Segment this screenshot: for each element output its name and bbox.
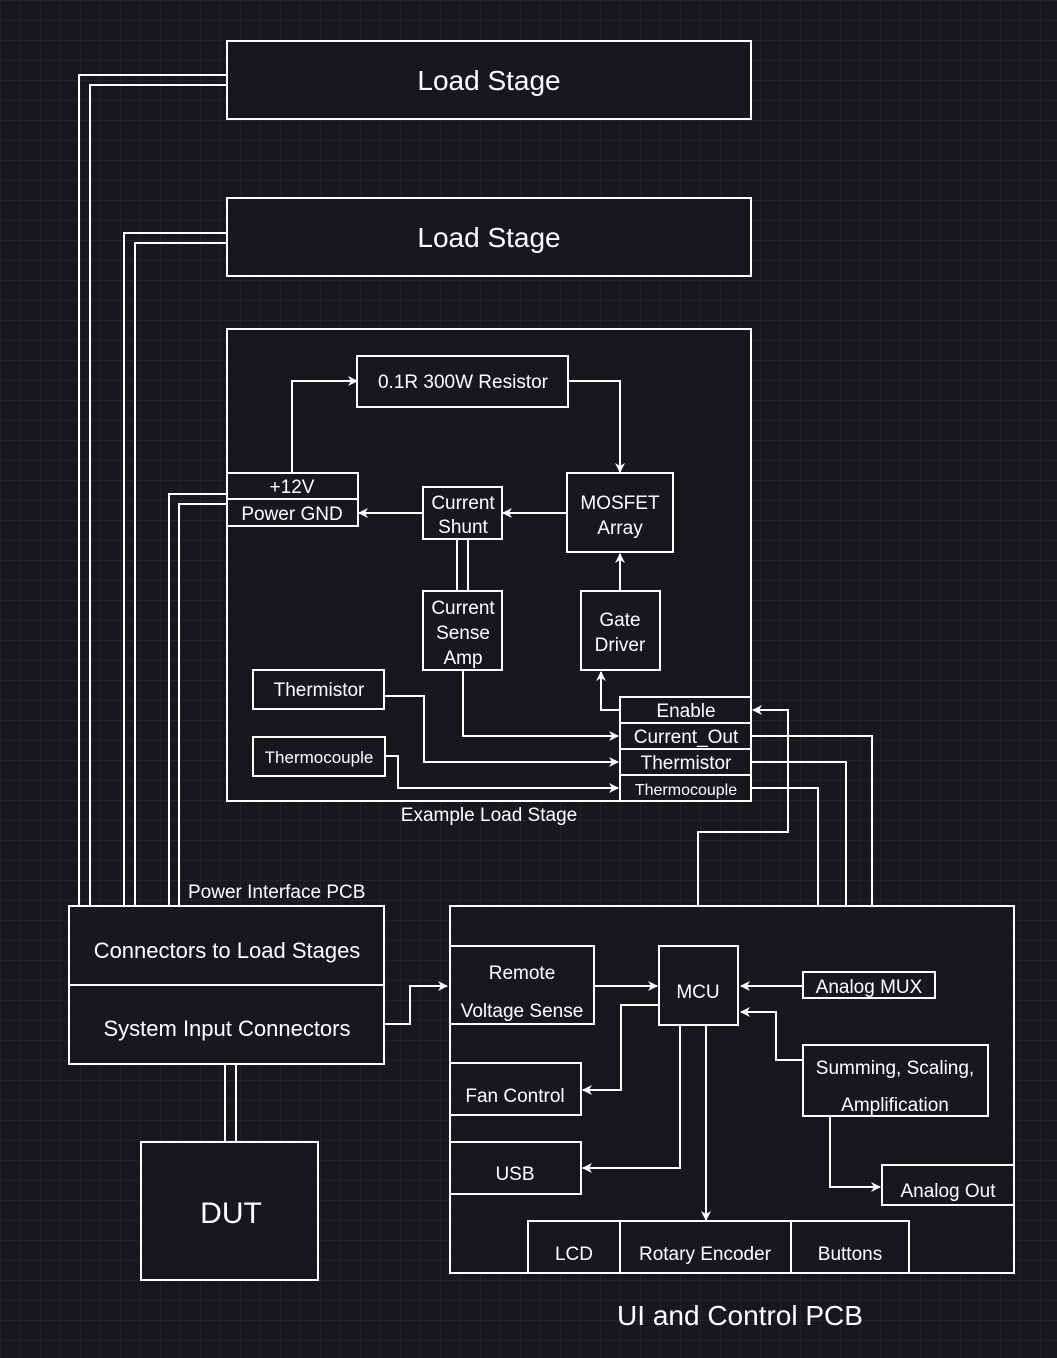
power-gnd-label: Power GND bbox=[241, 504, 342, 525]
summing-block: Summing, Scaling, Amplification bbox=[802, 1044, 989, 1117]
mosfet-label-2: Array bbox=[597, 518, 643, 539]
load-stage-2-label: Load Stage bbox=[417, 222, 560, 253]
fan-control-block: Fan Control bbox=[449, 1062, 582, 1116]
analog-out-block: Analog Out bbox=[881, 1164, 1015, 1206]
ui-controls-row: LCD Rotary Encoder Buttons bbox=[527, 1220, 910, 1274]
wire-thermistor-to-mux bbox=[751, 761, 851, 971]
wire-thermistor-to-port bbox=[384, 695, 619, 767]
example-load-stage: 0.1R 300W Resistor +12V Power GND Curren… bbox=[226, 328, 752, 826]
wire-mcu-to-usb bbox=[582, 1025, 681, 1173]
system-input-label: System Input Connectors bbox=[103, 1016, 350, 1041]
connectors-load-label: Connectors to Load Stages bbox=[94, 938, 361, 963]
thermocouple-label: Thermocouple bbox=[265, 748, 374, 767]
gate-driver-block: Gate Driver bbox=[580, 590, 661, 671]
remote-sense-label-1: Remote bbox=[489, 963, 556, 984]
wire-shunt-to-amp bbox=[456, 539, 469, 591]
rotary-encoder-label: Rotary Encoder bbox=[639, 1244, 772, 1265]
wire-mcu-to-enable bbox=[697, 705, 789, 945]
dut-block: DUT bbox=[140, 1141, 319, 1281]
thermistor-label: Thermistor bbox=[274, 680, 365, 701]
load-stage-1: Load Stage bbox=[226, 40, 752, 120]
wire-system-to-remote-sense bbox=[384, 981, 448, 1025]
current-sense-amp-block: Current Sense Amp bbox=[422, 590, 503, 671]
fan-control-label: Fan Control bbox=[465, 1086, 564, 1107]
wire-12v-to-resistor bbox=[291, 376, 358, 473]
csa-label-3: Amp bbox=[443, 648, 482, 669]
gate-driver-label-1: Gate bbox=[599, 610, 640, 631]
csa-label-2: Sense bbox=[436, 623, 490, 644]
analog-out-label: Analog Out bbox=[900, 1181, 996, 1202]
current-shunt-block: Current Shunt bbox=[422, 486, 503, 540]
usb-block: USB bbox=[449, 1141, 582, 1195]
power-terminal-block: +12V Power GND bbox=[226, 472, 359, 527]
thermocouple-block: Thermocouple bbox=[252, 736, 386, 777]
lcd-label: LCD bbox=[555, 1244, 593, 1265]
buttons-label: Buttons bbox=[818, 1244, 882, 1265]
wire-thermocouple-to-port bbox=[385, 755, 619, 793]
remote-sense-block: Remote Voltage Sense bbox=[449, 945, 595, 1025]
example-load-stage-caption: Example Load Stage bbox=[401, 805, 577, 826]
load-stage-2-wires bbox=[123, 232, 227, 906]
wire-mcu-to-fan bbox=[582, 1004, 659, 1095]
current-shunt-label-2: Shunt bbox=[438, 517, 488, 538]
usb-label: USB bbox=[495, 1164, 534, 1185]
power-interface-pcb-label: Power Interface PCB bbox=[188, 882, 365, 903]
wire-amp-to-current-out bbox=[462, 670, 619, 741]
wire-summing-to-analog-out bbox=[829, 1116, 881, 1192]
port-current-out-label: Current_Out bbox=[634, 727, 739, 748]
thermistor-block: Thermistor bbox=[252, 669, 385, 710]
load-stage-2: Load Stage bbox=[226, 197, 752, 277]
mosfet-label-1: MOSFET bbox=[580, 493, 660, 514]
csa-label-1: Current bbox=[431, 598, 495, 619]
mcu-block: MCU bbox=[658, 945, 739, 1026]
wire-current-out-to-mux bbox=[751, 735, 877, 971]
power-interface-pcb: Power Interface PCB Connectors to Load S… bbox=[68, 882, 385, 1065]
resistor-label: 0.1R 300W Resistor bbox=[378, 372, 549, 393]
gate-driver-label-2: Driver bbox=[595, 635, 646, 656]
load-stage-1-wires bbox=[78, 74, 227, 906]
remote-sense-label-2: Voltage Sense bbox=[461, 1001, 584, 1022]
wire-system-to-dut bbox=[224, 1064, 237, 1142]
resistor-block: 0.1R 300W Resistor bbox=[356, 355, 569, 408]
mosfet-array-block: MOSFET Array bbox=[566, 472, 674, 553]
dut-label: DUT bbox=[200, 1197, 262, 1230]
example-stage-power-wires bbox=[168, 493, 227, 906]
plus-12v-label: +12V bbox=[270, 477, 315, 498]
analog-mux-label: Analog MUX bbox=[816, 977, 923, 998]
summing-label-2: Amplification bbox=[841, 1095, 949, 1116]
port-stack: Enable Current_Out Thermistor Thermocoup… bbox=[619, 696, 752, 802]
wire-summing-to-mcu bbox=[740, 1007, 803, 1061]
current-shunt-label-1: Current bbox=[431, 493, 495, 514]
ui-control-pcb-caption: UI and Control PCB bbox=[617, 1300, 863, 1331]
wire-resistor-to-mosfet bbox=[568, 380, 625, 473]
summing-label-1: Summing, Scaling, bbox=[816, 1058, 974, 1079]
mcu-label: MCU bbox=[676, 982, 719, 1003]
port-enable-label: Enable bbox=[656, 701, 715, 722]
port-thermistor-label: Thermistor bbox=[641, 753, 732, 774]
port-thermocouple-label: Thermocouple bbox=[635, 782, 737, 799]
ui-control-pcb: Remote Voltage Sense MCU Analog MUX Summ… bbox=[449, 905, 1015, 1331]
analog-mux-block: Analog MUX bbox=[802, 971, 936, 999]
wire-enable-to-driver bbox=[596, 671, 620, 711]
load-stage-1-label: Load Stage bbox=[417, 65, 560, 96]
